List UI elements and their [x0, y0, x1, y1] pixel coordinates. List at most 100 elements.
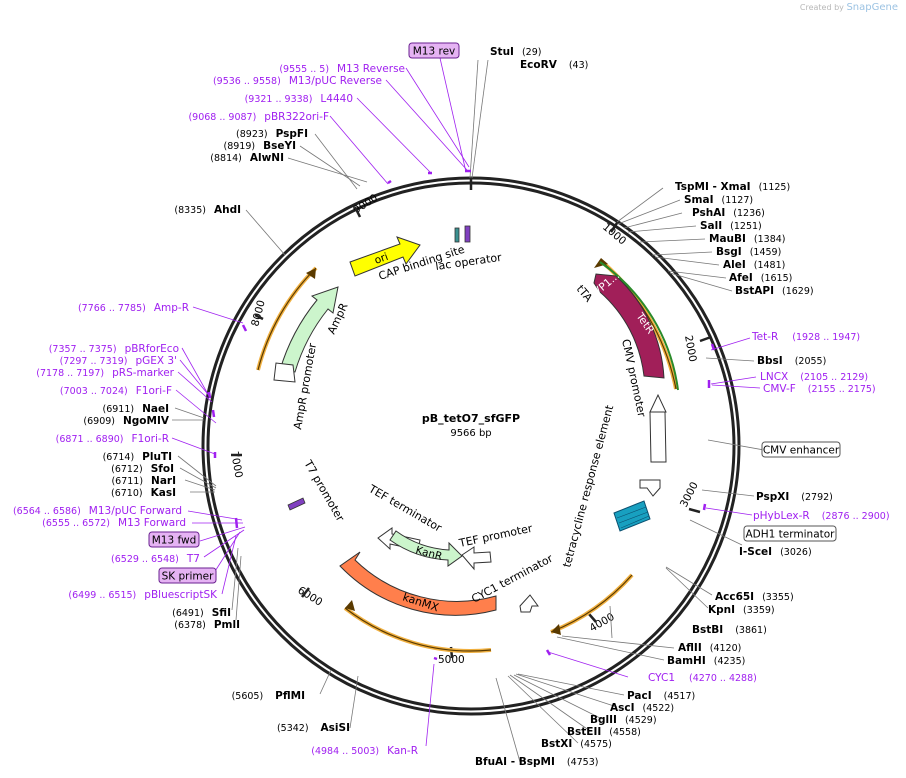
tef-promoter-label: TEF promoter	[457, 522, 534, 551]
enzyme-BstXI[interactable]: BstXI(4575)	[541, 738, 612, 750]
enzyme-KpnI[interactable]: KpnI(3359)	[708, 604, 775, 616]
credit-prefix: Created by	[799, 3, 844, 12]
m13fwd-label: M13 fwd	[152, 535, 197, 547]
boxed-features: CMV enhancer ADH1 terminator	[743, 441, 841, 542]
enzyme-BbsI[interactable]: BbsI(2055)	[757, 355, 826, 367]
enzyme-KasI[interactable]: (6710)KasI	[111, 487, 176, 499]
cmv-promoter-box[interactable]	[649, 411, 667, 463]
m13rev-box[interactable]	[408, 42, 460, 59]
primer-L4440[interactable]: (9321 .. 9338)L4440	[245, 93, 353, 105]
enzyme-NarI[interactable]: (6711)NarI	[111, 475, 176, 487]
tick-8000: 8000	[249, 299, 268, 328]
enzyme-PshAI[interactable]: PshAI(1236)	[692, 207, 765, 219]
enzyme-StuI[interactable]: StuI(29)	[490, 46, 541, 58]
kanr-feature[interactable]	[389, 530, 463, 567]
primer-F1ori-F[interactable]: (7003 .. 7024)F1ori-F	[60, 385, 172, 397]
adh1-terminator-box[interactable]	[743, 525, 837, 542]
enzyme-PluTI[interactable]: (6714)PluTI	[103, 451, 172, 463]
skprimer-box[interactable]	[158, 567, 217, 584]
enzyme-BstAPI[interactable]: BstAPI(1629)	[735, 285, 814, 297]
tre-label: tetracycline response element	[560, 403, 616, 569]
m13fwd-box[interactable]	[148, 531, 200, 548]
tick-2000: 2000	[682, 334, 698, 362]
cap-binding-site[interactable]	[454, 227, 460, 243]
enzyme-EcoRV[interactable]: EcoRV(43)	[520, 59, 588, 71]
tef-promoter-arrow[interactable]	[461, 546, 492, 571]
primer-pHybLex-R[interactable]: pHybLex-R(2876 .. 2900)	[753, 510, 890, 522]
enzyme-AleI[interactable]: AleI(1481)	[723, 259, 785, 271]
enzyme-AflII[interactable]: AflII(4120)	[678, 642, 741, 654]
tre-promoter-arrow[interactable]	[639, 479, 661, 497]
primer-pGEX3[interactable]: (7297 .. 7319)pGEX 3'	[60, 355, 177, 367]
m13rev-label: M13 rev	[413, 46, 456, 58]
enzyme-labels-left: (5342)AsiSI (5605)PflMI (6378)PmlI (6491…	[83, 128, 350, 734]
enzyme-PmlI[interactable]: (6378)PmlI	[174, 619, 240, 631]
snapgene-brand: SnapGene	[846, 2, 898, 13]
ampr-feature[interactable]	[279, 286, 339, 373]
arc-head-2	[551, 624, 561, 635]
enzyme-SfoI[interactable]: (6712)SfoI	[111, 463, 174, 475]
enzyme-AscI[interactable]: AscI(4522)	[610, 702, 674, 714]
primer-M13pUC-Reverse[interactable]: (9536 .. 9558)M13/pUC Reverse	[213, 75, 382, 87]
enzyme-SmaI[interactable]: SmaI(1127)	[684, 194, 753, 206]
enzyme-NaeI[interactable]: (6911)NaeI	[103, 403, 170, 415]
enzyme-BstBI[interactable]: BstBI(3861)	[692, 624, 767, 636]
enzyme-PspFI[interactable]: (8923)PspFI	[236, 128, 308, 140]
tef-terminator-label: TEF terminator	[366, 482, 445, 535]
kanmx-feature[interactable]	[339, 551, 497, 616]
enzyme-BsgI[interactable]: BsgI(1459)	[716, 246, 781, 258]
enzyme-PacI[interactable]: PacI(4517)	[627, 690, 695, 702]
enzyme-AsiSI[interactable]: (5342)AsiSI	[277, 722, 350, 734]
primer-F1ori-R[interactable]: (6871 .. 6890)F1ori-R	[56, 433, 169, 445]
enzyme-BseYI[interactable]: (8919)BseYI	[224, 140, 296, 152]
enzyme-SalI[interactable]: SalI(1251)	[700, 220, 762, 232]
enzyme-SfiI[interactable]: (6491)SfiI	[172, 607, 231, 619]
enzyme-BamHI[interactable]: BamHI(4235)	[667, 655, 745, 667]
primer-pBRforEco[interactable]: (7357 .. 7375)pBRforEco	[49, 343, 179, 355]
enzyme-PflMI[interactable]: (5605)PflMI	[232, 690, 305, 702]
enzyme-MauBI[interactable]: MauBI(1384)	[709, 233, 786, 245]
primer-T7[interactable]: (6529 .. 6548)T7	[111, 553, 200, 565]
plasmid-name: pB_tetO7_sfGFP	[422, 412, 520, 425]
leader-lines	[172, 59, 765, 763]
enzyme-BglII[interactable]: BglII(4529)	[590, 714, 657, 726]
primer-M13-Forward[interactable]: (6555 .. 6572)M13 Forward	[42, 517, 186, 529]
t7p-label: T7 promoter	[301, 457, 347, 524]
tick-6000: 6000	[295, 584, 324, 608]
cmv-enhancer-box[interactable]	[761, 441, 841, 458]
primer-Tet-R[interactable]: Tet-R(1928 .. 1947)	[751, 331, 860, 343]
arc-head-4	[306, 268, 316, 279]
enzyme-Acc65I[interactable]: Acc65I(3355)	[715, 591, 794, 603]
primer-marks	[207, 169, 716, 661]
ampr-promoter-arrow[interactable]	[273, 362, 296, 383]
enzyme-NgoMIV[interactable]: (6909)NgoMIV	[83, 415, 169, 427]
enzyme-BstEII[interactable]: BstEII(4558)	[567, 726, 641, 738]
enzyme-AlwNI[interactable]: (8814)AlwNI	[210, 152, 284, 164]
enzyme-BfuAI-BspMI[interactable]: BfuAI - BspMI(4753)	[475, 756, 598, 768]
primer-Kan-R[interactable]: (4984 .. 5003)Kan-R	[311, 745, 418, 757]
enzyme-I-SceI[interactable]: I-SceI(3026)	[739, 546, 812, 558]
primer-Amp-R[interactable]: (7766 .. 7785)Amp-R	[78, 302, 189, 314]
enzyme-PspXI[interactable]: PspXI(2792)	[756, 491, 833, 503]
tick-5000: 5000	[438, 654, 465, 666]
enzyme-AhdI[interactable]: (8335)AhdI	[174, 204, 241, 216]
t7-promoter-feature[interactable]	[287, 497, 306, 511]
primer-pBluescriptSK[interactable]: (6499 .. 6515)pBluescriptSK	[68, 589, 218, 601]
tre-feature[interactable]	[613, 500, 651, 532]
lac-operator-mark[interactable]	[464, 225, 471, 243]
enzyme-TspMI-XmaI[interactable]: TspMI - XmaI(1125)	[675, 181, 790, 193]
primer-pRS-marker[interactable]: (7178 .. 7197)pRS-marker	[36, 367, 174, 379]
primer-M13-Reverse[interactable]: (9555 .. 5)M13 Reverse	[279, 63, 405, 75]
tick-marks	[231, 178, 712, 659]
tetr-feature[interactable]	[593, 273, 665, 379]
primer-M13pUC-Forward[interactable]: (6564 .. 6586)M13/pUC Forward	[13, 505, 182, 517]
enzyme-AfeI[interactable]: AfeI(1615)	[729, 272, 792, 284]
primer-pBR322ori-F[interactable]: (9068 .. 9087)pBR322ori-F	[188, 111, 329, 123]
primer-CYC1[interactable]: CYC1(4270 .. 4288)	[648, 672, 757, 684]
primer-LNCX[interactable]: LNCX(2105 .. 2129)	[760, 371, 868, 383]
primer-CMV-F[interactable]: CMV-F(2155 .. 2175)	[763, 383, 876, 395]
skprimer-label: SK primer	[162, 571, 214, 583]
snapgene-credit: Created by SnapGene	[800, 2, 898, 13]
cyc1-arrow[interactable]	[519, 594, 539, 613]
ori-feature[interactable]	[349, 236, 421, 277]
